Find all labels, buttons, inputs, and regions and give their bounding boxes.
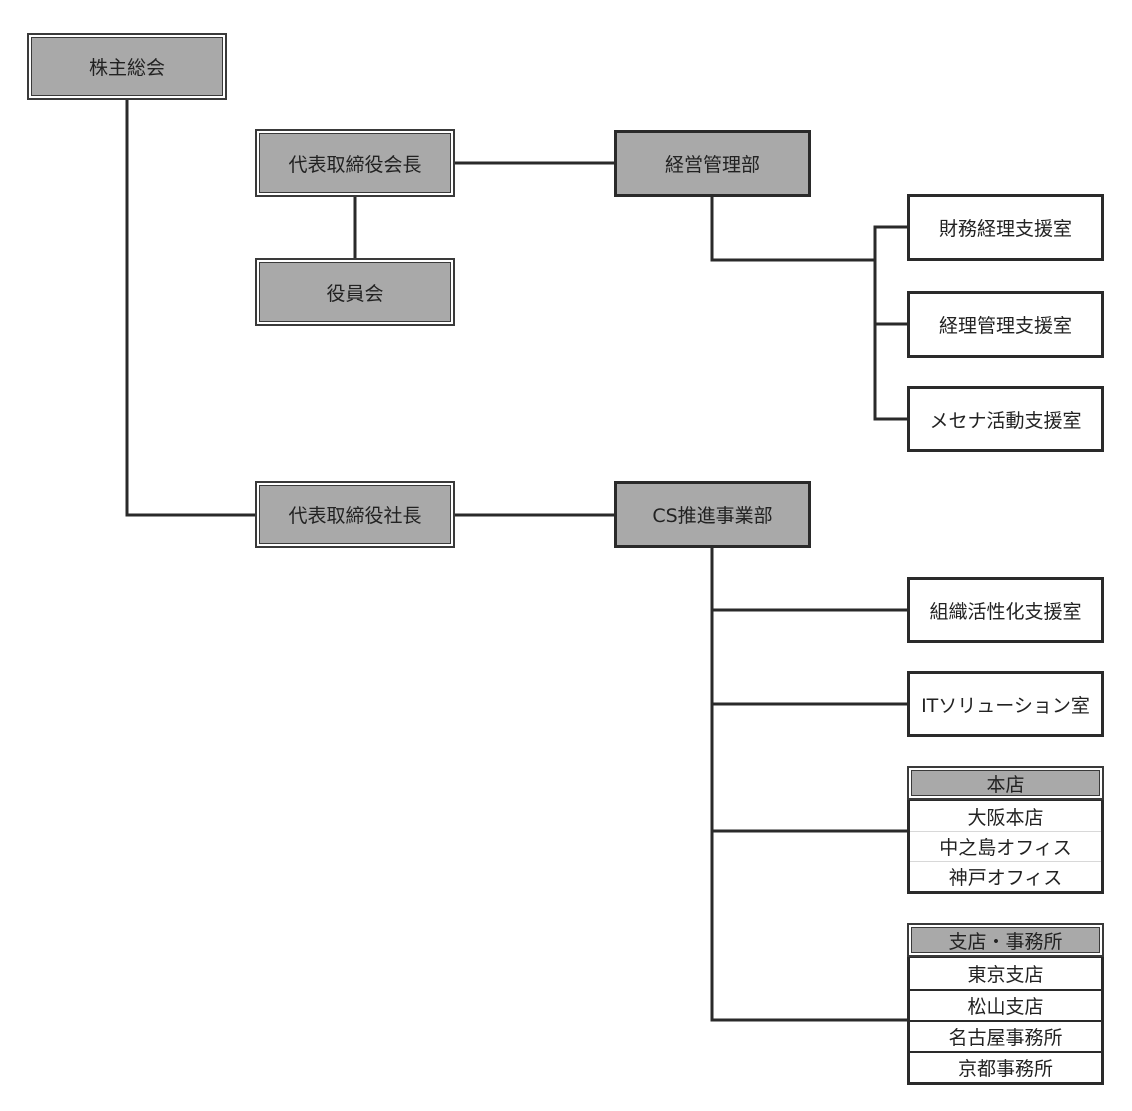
list-item: 松山支店 [910,989,1101,1020]
list-item: 大阪本店 [967,806,1044,829]
node-shareholders: 株主総会 [27,33,227,100]
node-board: 役員会 [255,258,455,326]
node-finance-support: 財務経理支援室 [907,194,1104,261]
node-president: 代表取締役社長 [255,481,455,548]
connector-shareholders-president [125,98,257,517]
node-cs-dept: CS推進事業部 [614,481,811,548]
list-item: 京都事務所 [910,1051,1101,1082]
node-chairman: 代表取締役会長 [255,129,455,197]
node-it-solution: ITソリューション室 [907,671,1104,737]
node-org-activation: 組織活性化支援室 [907,577,1104,643]
connector-management-bus [710,195,877,262]
group-head-office-title: 本店 [907,766,1104,800]
list-item: 中之島オフィス [910,831,1101,861]
list-item: 東京支店 [967,964,1044,986]
node-management-dept: 経営管理部 [614,130,811,197]
node-mecenat-support: メセナ活動支援室 [907,386,1104,452]
list-item: 名古屋事務所 [910,1020,1101,1051]
group-head-office-list: 大阪本店 中之島オフィス 神戸オフィス [907,800,1104,894]
group-branches-list: 東京支店 松山支店 名古屋事務所 京都事務所 [907,957,1104,1085]
list-item: 神戸オフィス [910,861,1101,891]
group-branches: 支店・事務所 東京支店 松山支店 名古屋事務所 京都事務所 [907,923,1104,1085]
node-accounting-support: 経理管理支援室 [907,291,1104,358]
group-head-office: 本店 大阪本店 中之島オフィス 神戸オフィス [907,766,1104,894]
group-branches-title: 支店・事務所 [907,923,1104,957]
